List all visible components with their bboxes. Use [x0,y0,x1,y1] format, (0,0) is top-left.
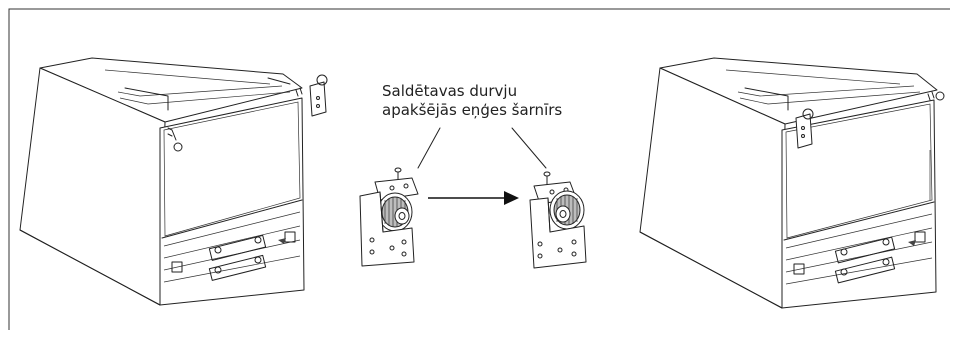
callout-leader-left [417,127,441,169]
cabinet-before-illustration [19,57,328,306]
frame-border [8,8,950,330]
hinge-callout-label: Saldētavas durvju apakšējās eņģes šarnīr… [382,82,562,120]
callout-line-2: apakšējās eņģes šarnīrs [382,101,563,119]
callout-leader-right [511,127,547,169]
cabinet-after-illustration [639,57,945,309]
direction-arrow-icon [428,191,519,205]
hinge-after-illustration [529,171,587,269]
hinge-before-illustration [359,167,419,267]
callout-line-1: Saldētavas durvju [382,82,518,100]
